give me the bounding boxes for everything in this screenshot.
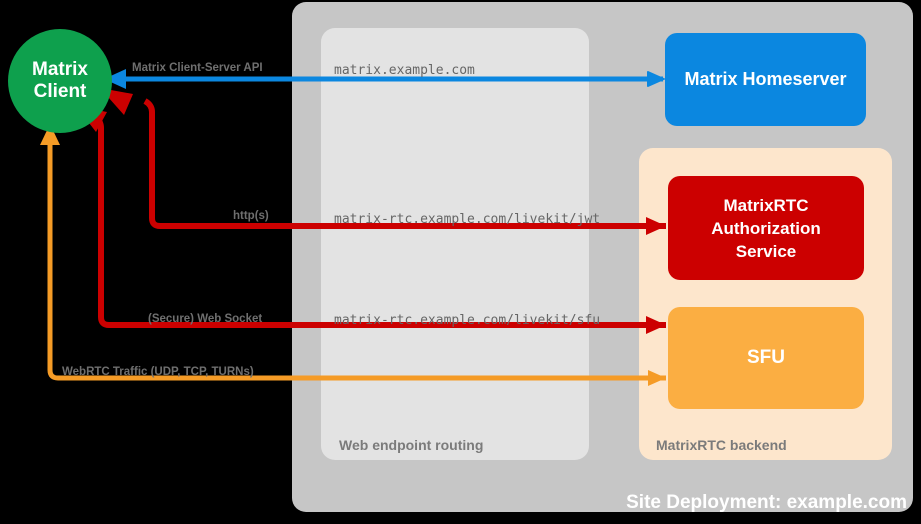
caption-web-endpoint-routing: Web endpoint routing <box>339 437 484 453</box>
node-sfu[interactable]: SFU <box>668 307 864 409</box>
web-endpoint-routing-container <box>321 28 589 460</box>
auth-service-label-line2: Authorization <box>711 218 821 238</box>
matrix-client-label-line2: Client <box>33 81 87 102</box>
flow-label-webrtc: WebRTC Traffic (UDP, TCP, TURNs) <box>62 366 254 378</box>
flow-label-cs-api: Matrix Client-Server API <box>132 62 263 74</box>
endpoint-url-homeserver: matrix.example.com <box>334 63 475 78</box>
node-matrix-homeserver[interactable]: Matrix Homeserver <box>665 33 866 126</box>
flow-webrtc-arrow <box>40 124 666 386</box>
sfu-label: SFU <box>747 347 785 368</box>
flow-label-websocket: (Secure) Web Socket <box>148 313 263 325</box>
auth-service-label-line1: MatrixRTC <box>723 195 809 215</box>
auth-service-label-line3: Service <box>735 241 797 261</box>
matrix-client-label-line1: Matrix <box>32 59 88 80</box>
endpoint-url-sfu: matrix-rtc.example.com/livekit/sfu <box>334 313 601 328</box>
caption-site-deployment: Site Deployment: example.com <box>626 492 907 513</box>
endpoint-url-jwt: matrix-rtc.example.com/livekit/jwt <box>334 212 601 227</box>
node-matrix-client[interactable]: Matrix Client <box>8 29 112 133</box>
flow-label-http: http(s) <box>233 210 269 222</box>
flow-cs-api-arrow <box>104 69 666 89</box>
caption-matrixrtc-backend: MatrixRTC backend <box>656 437 787 453</box>
node-matrixrtc-authorization-service[interactable]: MatrixRTC Authorization Service <box>668 176 864 280</box>
matrix-homeserver-label: Matrix Homeserver <box>684 69 847 89</box>
